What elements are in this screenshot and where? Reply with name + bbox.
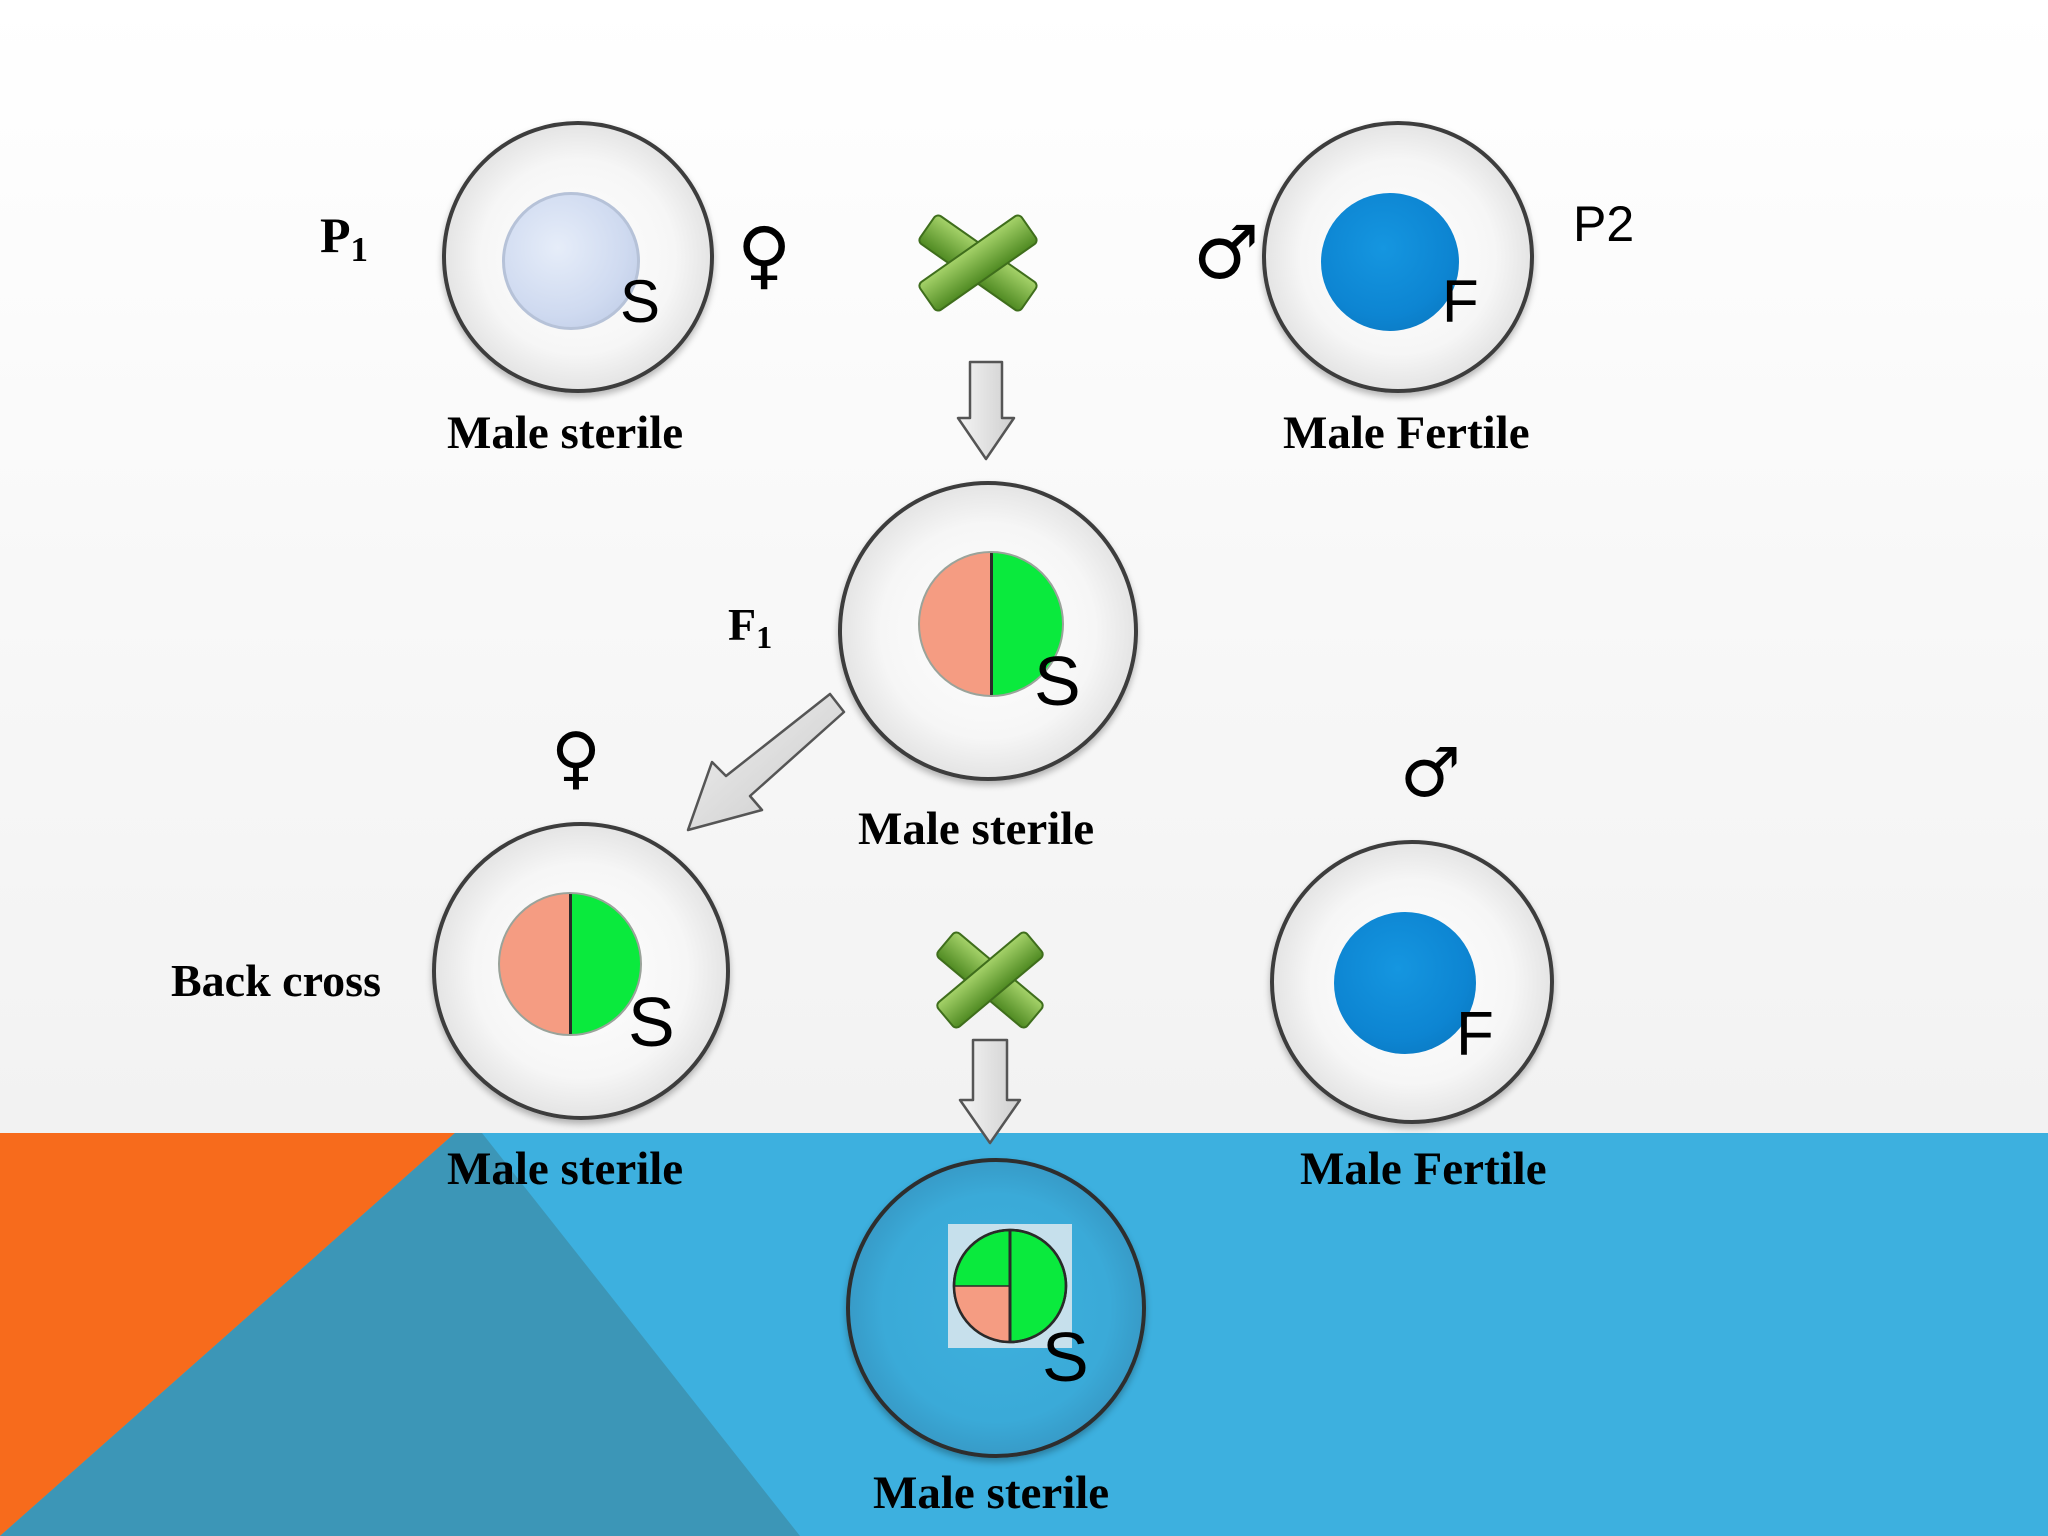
generation-label-f1: F1 xyxy=(728,599,773,656)
cross-mark-icon xyxy=(918,214,1038,312)
down-arrow-icon xyxy=(958,1038,1022,1145)
nucleus-hybrid xyxy=(918,551,1064,697)
cell-p1 xyxy=(442,121,714,393)
down-arrow-icon xyxy=(956,360,1016,461)
nucleus-hybrid xyxy=(498,892,642,1036)
generation-label-p2: P2 xyxy=(1573,196,1635,252)
caption-p2: Male Fertile xyxy=(1283,407,1530,459)
caption-offspring: Male sterile xyxy=(873,1467,1110,1519)
male-symbol-icon: ♂ xyxy=(1400,734,1461,813)
nucleus-fertile xyxy=(1321,193,1459,331)
female-symbol-icon: ♀ xyxy=(737,212,792,298)
caption-backcross-male: Male Fertile xyxy=(1300,1143,1547,1195)
nucleus-fertile xyxy=(1334,912,1476,1054)
female-symbol-icon: ♀ xyxy=(551,719,601,798)
gene-label-p1: S xyxy=(620,268,661,335)
caption-p1: Male sterile xyxy=(447,407,684,459)
nucleus-sterile xyxy=(502,192,640,330)
gene-label-f1: S xyxy=(1034,642,1081,720)
male-symbol-icon: ♂ xyxy=(1193,210,1260,296)
nucleus-recovered xyxy=(948,1224,1072,1348)
caption-backcross-female: Male sterile xyxy=(447,1143,684,1195)
cell-p2 xyxy=(1262,121,1534,393)
gene-label-backcross-male: F xyxy=(1456,1000,1494,1069)
gene-label-backcross-female: S xyxy=(628,983,675,1061)
caption-f1: Male sterile xyxy=(858,803,1095,855)
gene-label-offspring: S xyxy=(1042,1318,1089,1396)
generation-label-p1: P1 xyxy=(320,207,369,269)
cell-backcross-male xyxy=(1270,840,1554,1124)
cell-f1 xyxy=(838,481,1138,781)
backcross-label: Back cross xyxy=(171,955,381,1006)
diagonal-arrow-icon xyxy=(686,692,846,832)
cross-mark-icon xyxy=(936,931,1044,1029)
gene-label-p2: F xyxy=(1442,268,1479,335)
cell-offspring xyxy=(846,1158,1146,1458)
cell-backcross-female xyxy=(432,822,730,1120)
